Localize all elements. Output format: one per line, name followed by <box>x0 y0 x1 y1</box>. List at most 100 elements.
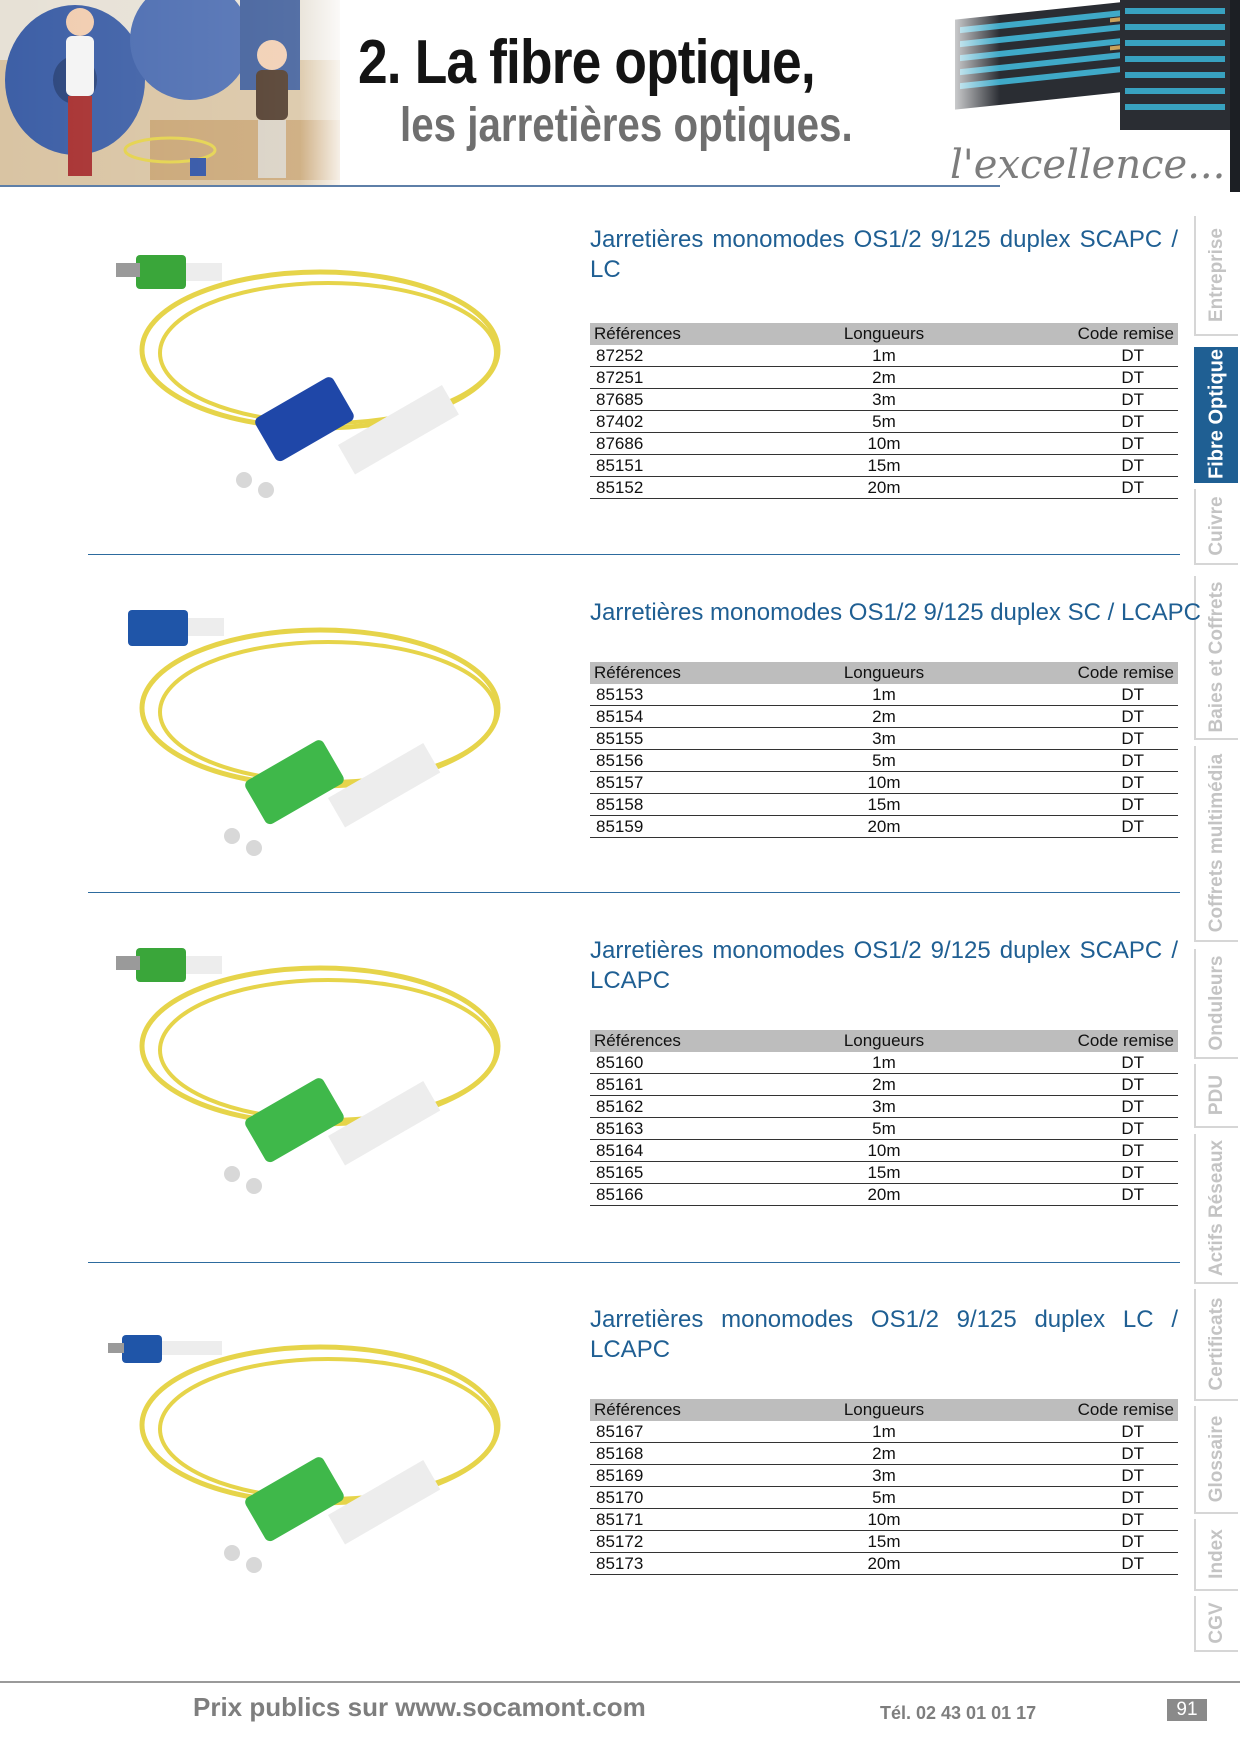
tab-entreprise[interactable]: Entreprise <box>1194 216 1238 336</box>
cell-code: DT <box>978 815 1178 838</box>
cell-length: 20m <box>789 815 979 838</box>
cell-code: DT <box>978 1052 1178 1074</box>
product-title: Jarretières monomodes OS1/2 9/125 duplex… <box>590 226 1178 283</box>
tab-coffrets-multimedia[interactable]: Coffrets multimédia <box>1194 746 1238 942</box>
cell-reference: 85165 <box>590 1161 790 1184</box>
footer-website-link[interactable]: Prix publics sur www.socamont.com <box>193 1692 646 1722</box>
connector-top-icon <box>136 948 186 982</box>
cell-code: DT <box>978 388 1178 411</box>
tab-cgv[interactable]: CGV <box>1194 1596 1238 1652</box>
cell-length: 2m <box>789 366 979 389</box>
col-header-length: Longueurs <box>789 1030 979 1052</box>
footer-divider <box>0 1681 1240 1683</box>
cell-length: 10m <box>789 771 979 794</box>
col-header-code: Code remise <box>978 1030 1178 1052</box>
connector-bottom-icon <box>245 1457 344 1542</box>
col-header-code: Code remise <box>978 323 1178 345</box>
cell-reference: 87402 <box>590 410 790 433</box>
product-title: Jarretières monomodes OS1/2 9/125 duplex… <box>590 1306 1178 1363</box>
fiber-patch-cord-image <box>116 948 501 1194</box>
cell-code: DT <box>978 771 1178 794</box>
cell-reference: 85155 <box>590 727 790 750</box>
tab-index[interactable]: Index <box>1194 1519 1238 1591</box>
cell-code: DT <box>978 1139 1178 1162</box>
cell-length: 15m <box>789 793 979 816</box>
col-header-code: Code remise <box>978 1399 1178 1421</box>
cell-reference: 85152 <box>590 476 790 499</box>
cell-reference: 87685 <box>590 388 790 411</box>
page-header: 2. La fibre optique, les jarretières opt… <box>0 0 1240 192</box>
cell-reference: 87686 <box>590 432 790 455</box>
tab-pdu[interactable]: PDU <box>1194 1064 1238 1128</box>
cell-reference: 85156 <box>590 749 790 772</box>
cell-code: DT <box>978 1442 1178 1465</box>
tab-actifs-reseaux[interactable]: Actifs Réseaux <box>1194 1134 1238 1284</box>
page-title: 2. La fibre optique, <box>358 28 816 97</box>
tab-baies-coffrets[interactable]: Baies et Coffrets <box>1194 576 1238 740</box>
tab-certificats[interactable]: Certificats <box>1194 1289 1238 1401</box>
fiber-patch-cord-image <box>128 610 501 856</box>
cell-reference: 85151 <box>590 454 790 477</box>
cell-reference: 85162 <box>590 1095 790 1118</box>
cell-code: DT <box>978 366 1178 389</box>
cell-reference: 85169 <box>590 1464 790 1487</box>
cell-length: 3m <box>789 1464 979 1487</box>
cell-length: 2m <box>789 705 979 728</box>
cell-length: 1m <box>789 1052 979 1074</box>
cell-reference: 85153 <box>590 684 790 706</box>
connector-bottom-icon <box>245 1078 344 1163</box>
tab-onduleurs[interactable]: Onduleurs <box>1194 949 1238 1059</box>
tab-fibre-optique[interactable]: Fibre Optique <box>1194 347 1238 483</box>
cell-length: 15m <box>789 1161 979 1184</box>
cell-length: 20m <box>789 476 979 499</box>
cell-code: DT <box>978 1530 1178 1553</box>
cell-code: DT <box>978 1552 1178 1575</box>
tab-glossaire[interactable]: Glossaire <box>1194 1406 1238 1514</box>
cell-reference: 85161 <box>590 1073 790 1096</box>
cell-code: DT <box>978 1095 1178 1118</box>
col-header-ref: Références <box>590 1030 790 1052</box>
fiber-patch-cord-image <box>108 1335 501 1573</box>
cell-length: 1m <box>789 1421 979 1443</box>
cell-code: DT <box>978 749 1178 772</box>
cell-reference: 85172 <box>590 1530 790 1553</box>
connector-top-icon <box>128 610 188 646</box>
product-section: Jarretières monomodes OS1/2 9/125 duplex… <box>88 598 1201 898</box>
cell-reference: 87251 <box>590 366 790 389</box>
tab-cuivre[interactable]: Cuivre <box>1194 489 1238 565</box>
product-title: Jarretières monomodes OS1/2 9/125 duplex… <box>590 599 1201 626</box>
cell-length: 5m <box>789 1486 979 1509</box>
cell-code: DT <box>978 345 1178 367</box>
cell-reference: 85159 <box>590 815 790 838</box>
cell-code: DT <box>978 727 1178 750</box>
cell-code: DT <box>978 1117 1178 1140</box>
cell-code: DT <box>978 684 1178 706</box>
cell-reference: 85171 <box>590 1508 790 1531</box>
product-title: Jarretières monomodes OS1/2 9/125 duplex… <box>590 937 1178 994</box>
cell-length: 15m <box>789 1530 979 1553</box>
connector-top-icon <box>136 255 186 289</box>
cell-code: DT <box>978 793 1178 816</box>
product-section: Jarretières monomodes OS1/2 9/125 duplex… <box>88 225 1180 535</box>
col-header-ref: Références <box>590 1399 790 1421</box>
tagline: l'excellence... <box>950 142 1226 188</box>
